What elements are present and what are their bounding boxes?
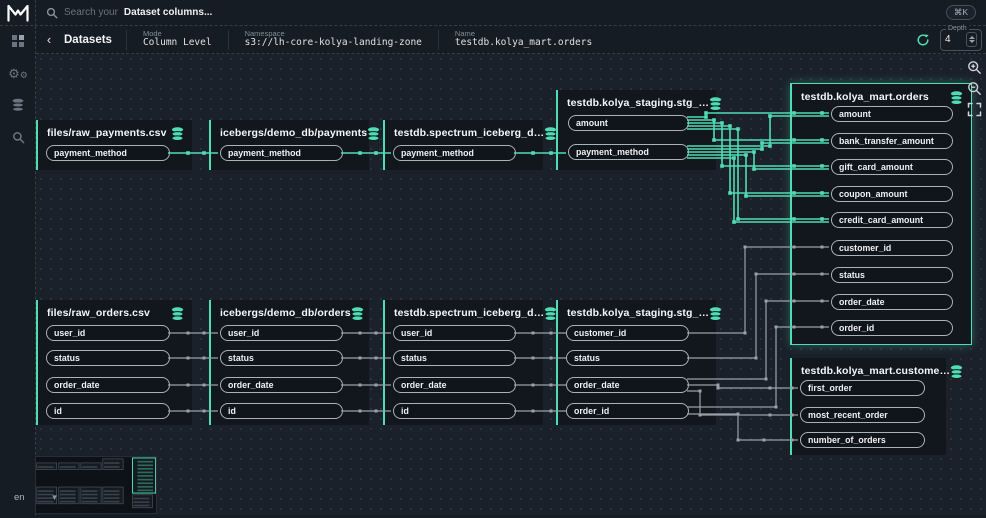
lineage-canvas[interactable]	[36, 54, 986, 515]
refresh-icon	[916, 33, 930, 47]
zoom-out-button[interactable]	[965, 79, 983, 97]
canvas-controls	[965, 58, 983, 118]
header-bar: ‹ Datasets Mode Column Level Namespace s…	[36, 26, 986, 54]
left-sidebar: ⚙⚙	[0, 26, 36, 515]
depth-label: Depth	[946, 25, 969, 32]
mode-value: Column Level	[143, 38, 212, 49]
mode-field: Mode Column Level	[127, 30, 228, 50]
chevron-down-icon: ▼	[51, 493, 59, 502]
search-nav-icon	[12, 131, 25, 144]
name-field: Name testdb.kolya_mart.orders	[439, 30, 608, 50]
sidebar-item-jobs[interactable]: ⚙⚙	[0, 58, 36, 88]
zoom-out-icon	[967, 81, 982, 96]
fit-view-button[interactable]	[965, 100, 983, 118]
search-placeholder-prefix: Search your	[64, 7, 118, 18]
depth-value: 4	[945, 34, 951, 45]
keyboard-shortcut-badge: ⌘K	[946, 5, 976, 20]
language-value: en	[14, 492, 25, 503]
zoom-in-icon	[967, 60, 982, 75]
name-value: testdb.kolya_mart.orders	[455, 38, 592, 49]
language-selector[interactable]: en ▼	[14, 492, 59, 503]
dashboard-grid-icon	[11, 34, 25, 48]
search-input[interactable]: Search your Dataset columns...	[36, 7, 946, 19]
depth-control[interactable]: Depth 4	[940, 29, 982, 51]
sidebar-item-search[interactable]	[0, 122, 36, 152]
refresh-button[interactable]	[914, 31, 932, 49]
stepper-down-icon[interactable]	[969, 40, 975, 43]
fit-view-icon	[967, 102, 982, 117]
stepper-up-icon[interactable]	[969, 36, 975, 39]
namespace-field: Namespace s3://lh-core-kolya-landing-zon…	[229, 30, 438, 50]
search-placeholder-highlight: Dataset columns...	[124, 7, 212, 18]
minimap[interactable]	[36, 457, 156, 513]
minimap-graph	[36, 457, 156, 513]
page-title: Datasets	[62, 34, 126, 46]
sidebar-item-dashboard[interactable]	[0, 26, 36, 56]
app-logo[interactable]	[0, 0, 36, 26]
search-icon	[46, 7, 58, 19]
depth-stepper[interactable]	[966, 32, 977, 47]
sidebar-item-datasets[interactable]	[0, 90, 36, 120]
database-nav-icon	[11, 98, 25, 112]
gears-icon: ⚙⚙	[8, 67, 28, 80]
marquez-logo-icon	[6, 4, 30, 22]
top-bar: Search your Dataset columns... ⌘K	[0, 0, 986, 26]
zoom-in-button[interactable]	[965, 58, 983, 76]
namespace-value: s3://lh-core-kolya-landing-zone	[245, 38, 422, 49]
back-button[interactable]: ‹	[36, 32, 62, 47]
